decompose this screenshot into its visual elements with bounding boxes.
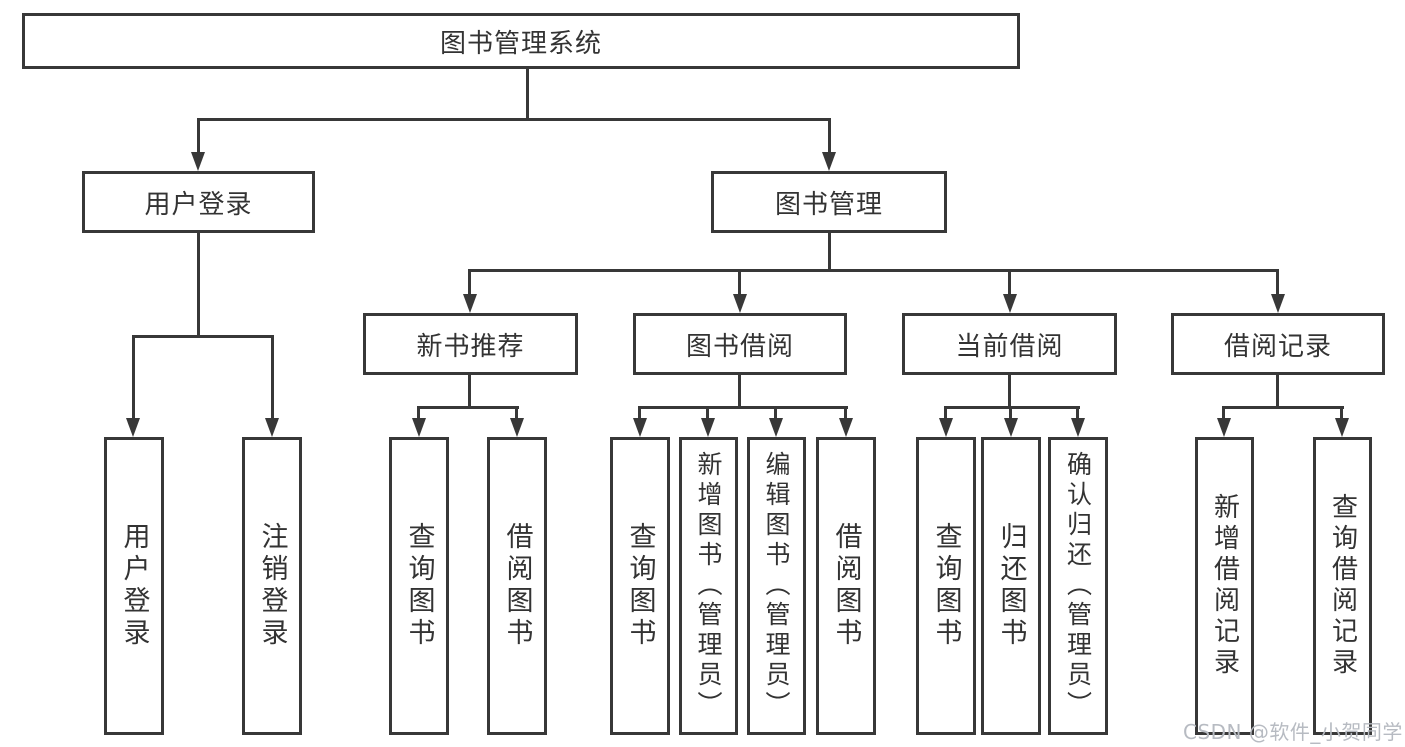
connector-line [828, 118, 831, 155]
node-book-borrowing: 图书借阅 [633, 313, 847, 375]
connector-line [526, 69, 529, 120]
leaf-query-borrow-record: 查询借阅记录 [1313, 437, 1372, 735]
arrowhead-down-icon [701, 418, 715, 437]
connector-line [468, 269, 471, 296]
node-label: 归还图书 [995, 522, 1027, 650]
connector-line [1222, 406, 1225, 420]
connector-line [1222, 406, 1344, 409]
node-label: 新增图书（管理员） [694, 451, 723, 721]
leaf-user-login: 用户登录 [104, 437, 164, 735]
connector-line [1076, 406, 1079, 420]
leaf-query-books-borrow: 查询图书 [610, 437, 670, 735]
connector-line [417, 406, 420, 420]
connector-line [638, 406, 848, 409]
leaf-query-books-recommend: 查询图书 [389, 437, 449, 735]
node-label: 查询图书 [930, 522, 962, 650]
connector-line [706, 406, 709, 420]
leaf-logout: 注销登录 [242, 437, 302, 735]
arrowhead-down-icon [633, 418, 647, 437]
node-label: 查询图书 [624, 522, 656, 650]
connector-line [468, 269, 1279, 272]
node-label: 注销登录 [256, 522, 288, 650]
connector-line [197, 233, 200, 337]
arrowhead-down-icon [939, 418, 953, 437]
connector-line [738, 269, 741, 296]
connector-line [738, 375, 741, 408]
arrowhead-down-icon [463, 294, 477, 313]
node-user-login: 用户登录 [82, 171, 315, 233]
connector-line [828, 233, 831, 271]
arrowhead-down-icon [126, 418, 140, 437]
node-book-management: 图书管理 [711, 171, 947, 233]
arrowhead-down-icon [265, 418, 279, 437]
leaf-confirm-return-admin: 确认归还（管理员） [1048, 437, 1108, 735]
connector-line [1340, 406, 1343, 420]
node-label: 图书借阅 [685, 331, 794, 362]
arrowhead-down-icon [412, 418, 426, 437]
watermark-csdn: CSDN @软件_小贺同学 [1183, 720, 1403, 744]
leaf-borrow-books-recommend: 借阅图书 [487, 437, 547, 735]
connector-line [197, 118, 200, 155]
node-label: 图书管理系统 [439, 28, 602, 59]
arrowhead-down-icon [1071, 418, 1085, 437]
node-library-management-system: 图书管理系统 [22, 13, 1020, 69]
arrowhead-down-icon [769, 418, 783, 437]
leaf-add-borrow-record: 新增借阅记录 [1195, 437, 1254, 735]
leaf-add-book-admin: 新增图书（管理员） [679, 437, 738, 735]
connector-line [417, 406, 519, 409]
arrowhead-down-icon [191, 152, 205, 171]
leaf-edit-book-admin: 编辑图书（管理员） [747, 437, 806, 735]
arrowhead-down-icon [1271, 294, 1285, 313]
arrowhead-down-icon [733, 294, 747, 313]
arrowhead-down-icon [510, 418, 524, 437]
leaf-query-books-current: 查询图书 [916, 437, 976, 735]
node-label: 借阅图书 [830, 522, 862, 650]
connector-line [271, 335, 274, 420]
node-borrowing-records: 借阅记录 [1171, 313, 1385, 375]
arrowhead-down-icon [1335, 418, 1349, 437]
node-label: 编辑图书（管理员） [762, 451, 791, 721]
arrowhead-down-icon [1003, 294, 1017, 313]
connector-line [1009, 406, 1012, 420]
connector-line [515, 406, 518, 420]
node-label: 用户登录 [144, 189, 253, 220]
connector-line [1276, 375, 1279, 408]
node-label: 新增借阅记录 [1209, 493, 1240, 679]
leaf-return-book: 归还图书 [981, 437, 1041, 735]
arrowhead-down-icon [839, 418, 853, 437]
connector-line [844, 406, 847, 420]
arrowhead-down-icon [1004, 418, 1018, 437]
node-label: 当前借阅 [955, 331, 1064, 362]
connector-line [132, 335, 135, 420]
connector-line [944, 406, 1080, 409]
connector-line [1008, 375, 1011, 408]
connector-line [1008, 269, 1011, 296]
node-label: 借阅记录 [1223, 331, 1332, 362]
connector-line [1276, 269, 1279, 296]
arrowhead-down-icon [822, 152, 836, 171]
connector-line [132, 335, 274, 338]
connector-line [774, 406, 777, 420]
connector-line [197, 118, 831, 121]
arrowhead-down-icon [1217, 418, 1231, 437]
connector-line [944, 406, 947, 420]
node-label: 新书推荐 [416, 331, 525, 362]
connector-line [468, 375, 471, 408]
leaf-borrow-books: 借阅图书 [816, 437, 876, 735]
node-label: 借阅图书 [501, 522, 533, 650]
node-current-borrowing: 当前借阅 [902, 313, 1117, 375]
connector-line [638, 406, 641, 420]
node-label: 查询借阅记录 [1327, 493, 1358, 679]
node-label: 图书管理 [774, 189, 883, 220]
node-label: 查询图书 [403, 522, 435, 650]
node-label: 用户登录 [118, 522, 150, 650]
node-label: 确认归还（管理员） [1063, 451, 1093, 721]
node-new-book-recommendation: 新书推荐 [363, 313, 578, 375]
